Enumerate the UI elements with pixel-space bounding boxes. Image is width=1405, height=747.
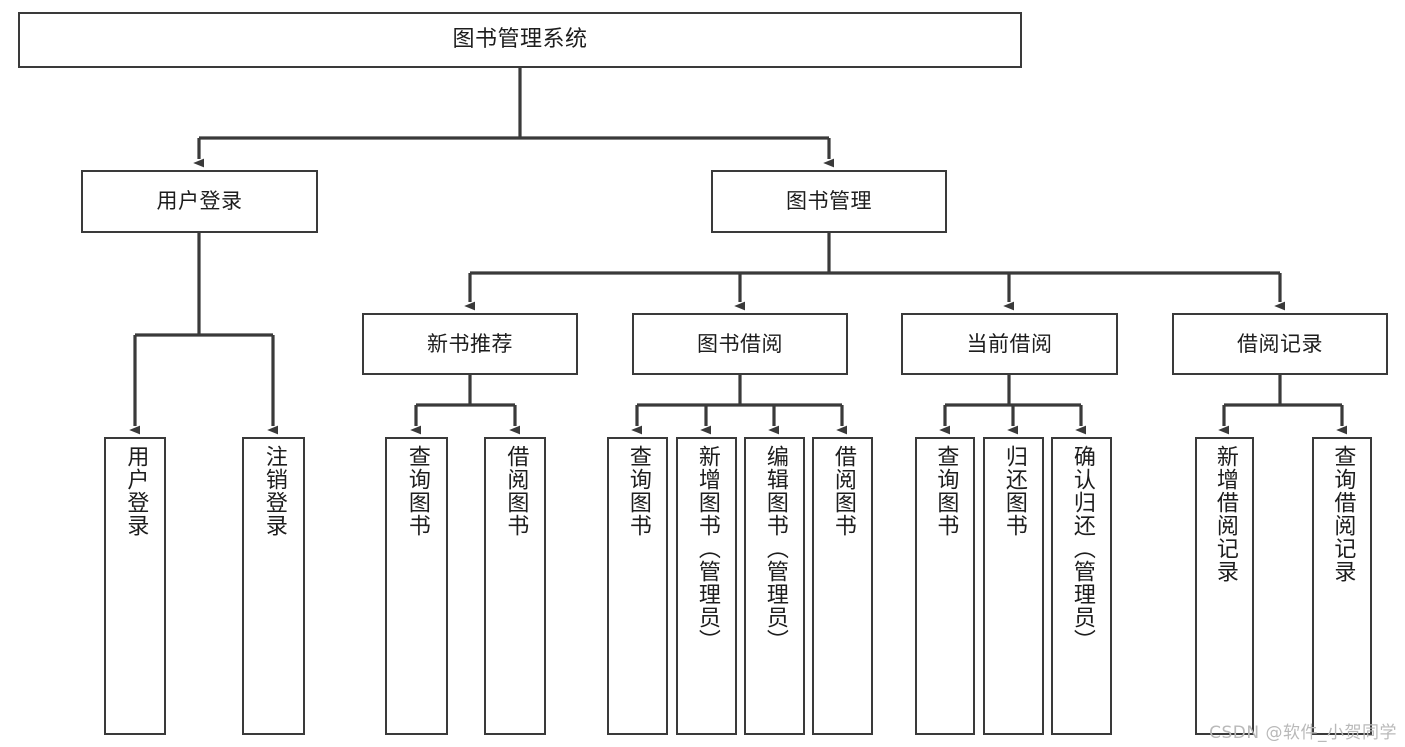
node-new-book-recommendation[interactable]: 新书推荐 xyxy=(362,313,578,375)
node-leaf-borrow-books[interactable]: 借阅图书 xyxy=(812,437,873,735)
node-leaf-logout[interactable]: 注销登录 xyxy=(242,437,305,735)
node-label: 查询借阅记录 xyxy=(1330,445,1356,583)
node-current-borrowing[interactable]: 当前借阅 xyxy=(901,313,1118,375)
node-leaf-return-books[interactable]: 归还图书 xyxy=(983,437,1044,735)
node-label: 用户登录 xyxy=(123,445,149,537)
node-book-borrowing[interactable]: 图书借阅 xyxy=(632,313,848,375)
node-leaf-confirm-return-admin[interactable]: 确认归还（管理员） xyxy=(1051,437,1112,735)
node-leaf-borrow-books-new[interactable]: 借阅图书 xyxy=(484,437,546,735)
node-label: 图书管理系统 xyxy=(452,27,588,53)
node-label: 借阅记录 xyxy=(1237,331,1323,356)
node-leaf-edit-book-admin[interactable]: 编辑图书（管理员） xyxy=(744,437,805,735)
node-label: 用户登录 xyxy=(156,189,243,214)
node-label: 图书借阅 xyxy=(697,331,783,356)
node-label: 当前借阅 xyxy=(966,331,1053,356)
node-label: 新增图书（管理员） xyxy=(694,445,720,652)
node-root-book-management-system[interactable]: 图书管理系统 xyxy=(18,12,1022,68)
node-leaf-add-book-admin[interactable]: 新增图书（管理员） xyxy=(676,437,737,735)
node-leaf-query-books-borrow[interactable]: 查询图书 xyxy=(607,437,668,735)
node-label: 新书推荐 xyxy=(427,331,513,356)
node-label: 查询图书 xyxy=(404,445,430,537)
node-label: 注销登录 xyxy=(261,445,287,537)
node-leaf-add-borrow-record[interactable]: 新增借阅记录 xyxy=(1195,437,1254,735)
node-label: 图书管理 xyxy=(786,189,872,214)
node-borrow-records[interactable]: 借阅记录 xyxy=(1172,313,1388,375)
node-book-management[interactable]: 图书管理 xyxy=(711,170,947,233)
node-leaf-query-books-current[interactable]: 查询图书 xyxy=(915,437,975,735)
node-label: 确认归还（管理员） xyxy=(1069,445,1095,652)
node-label: 新增借阅记录 xyxy=(1212,445,1238,583)
node-label: 借阅图书 xyxy=(503,445,529,537)
node-label: 查询图书 xyxy=(625,445,651,537)
node-label: 查询图书 xyxy=(933,445,959,537)
node-leaf-query-borrow-record[interactable]: 查询借阅记录 xyxy=(1312,437,1372,735)
node-label: 归还图书 xyxy=(1001,445,1027,537)
node-label: 编辑图书（管理员） xyxy=(762,445,788,652)
node-leaf-query-books-new[interactable]: 查询图书 xyxy=(385,437,448,735)
node-label: 借阅图书 xyxy=(830,445,856,537)
node-user-login[interactable]: 用户登录 xyxy=(81,170,318,233)
node-leaf-user-login[interactable]: 用户登录 xyxy=(104,437,166,735)
